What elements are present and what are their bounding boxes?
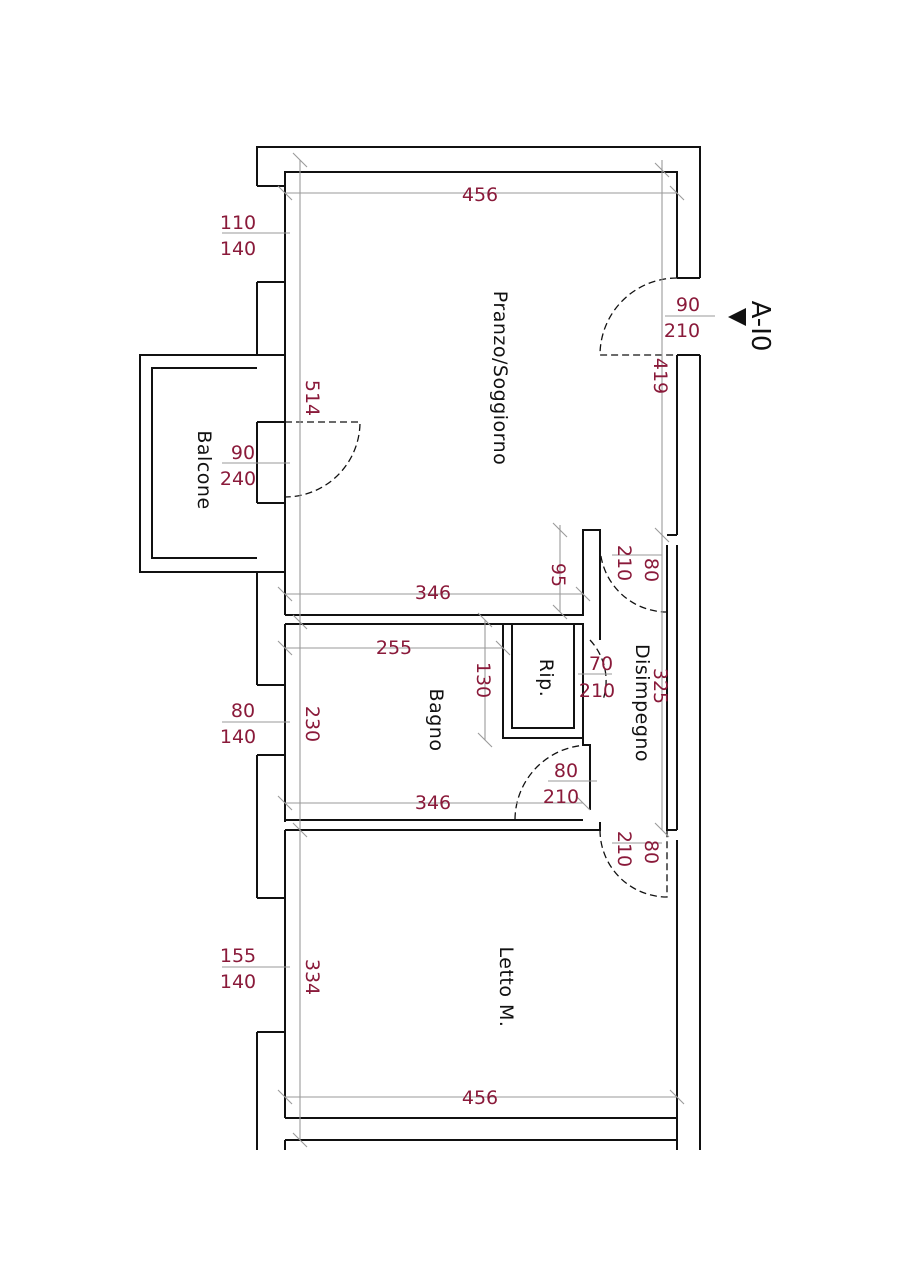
- disimpegno-top-door-swing: [599, 544, 668, 613]
- dim-bedroom-door-width: 80: [640, 840, 662, 864]
- dim-window-bed-width: 155: [220, 945, 256, 967]
- dim-disimpegno-top-door-width: 80: [640, 558, 662, 582]
- dimension-lines: [222, 152, 715, 1148]
- dim-window-bath-height: 140: [220, 726, 256, 748]
- dim-bottom-width: 456: [462, 1087, 498, 1109]
- dim-bath-width: 255: [376, 637, 412, 659]
- room-label-ripostiglio: Rip.: [535, 659, 557, 698]
- bath-door-swing: [514, 744, 591, 821]
- dim-rip-door-width: 70: [589, 653, 613, 675]
- dim-rip-depth: 130: [472, 662, 494, 698]
- dim-living-length: 514: [301, 380, 323, 416]
- entry-jambs: [677, 277, 700, 356]
- bedroom-door-swing: [599, 829, 668, 898]
- balcony: [139, 354, 257, 573]
- bottom-wall: [285, 1117, 677, 1141]
- left-jambs: [257, 185, 285, 1033]
- dim-entry-door-width: 90: [676, 294, 700, 316]
- dim-window-bath-width: 80: [231, 700, 255, 722]
- room-label-bagno: Bagno: [425, 689, 447, 752]
- dim-disimpegno-length: 325: [649, 668, 671, 704]
- rip-door-swing: [589, 639, 607, 701]
- dim-bath-door-height: 210: [543, 786, 579, 808]
- room-label-balcone: Balcone: [193, 430, 215, 509]
- dim-window-top-height: 140: [220, 238, 256, 260]
- walls: [256, 146, 701, 1150]
- section-label: A-I0: [745, 301, 775, 352]
- door-swings: [284, 277, 678, 898]
- dim-bath-door-width: 80: [554, 760, 578, 782]
- dim-living-bottom-width: 346: [415, 582, 451, 604]
- dim-rip-door-height: 210: [579, 680, 615, 702]
- entry-door-swing: [599, 277, 678, 356]
- dim-bedroom-length: 334: [301, 959, 323, 995]
- dim-top-width: 456: [462, 184, 498, 206]
- dim-bedroom-door-height: 210: [613, 831, 635, 867]
- dim-window-bed-height: 140: [220, 971, 256, 993]
- disimpegno-wall: [599, 534, 677, 831]
- dim-entry-door-height: 210: [664, 320, 700, 342]
- dim-window-top-width: 110: [220, 212, 256, 234]
- inner-wall-face: [284, 171, 678, 1150]
- balcony-door-swing: [284, 421, 361, 498]
- section-arrow-icon: [728, 308, 746, 326]
- room-label-letto: Letto M.: [495, 947, 517, 1028]
- room-label-disimpegno: Disimpegno: [631, 644, 653, 762]
- dim-disimpegno-top-door-height: 210: [613, 545, 635, 581]
- room-label-pranzo-soggiorno: Pranzo/Soggiorno: [489, 291, 511, 465]
- dim-niche-95: 95: [547, 563, 569, 587]
- dim-bath-length: 230: [301, 706, 323, 742]
- dim-bath-bottom-width: 346: [415, 792, 451, 814]
- dim-right-419: 419: [649, 358, 671, 394]
- ripostiglio-wall: [502, 624, 583, 739]
- dim-balcony-door-width: 90: [231, 442, 255, 464]
- dim-balcony-door-height: 240: [220, 468, 256, 490]
- partition-living-bath: [285, 529, 601, 831]
